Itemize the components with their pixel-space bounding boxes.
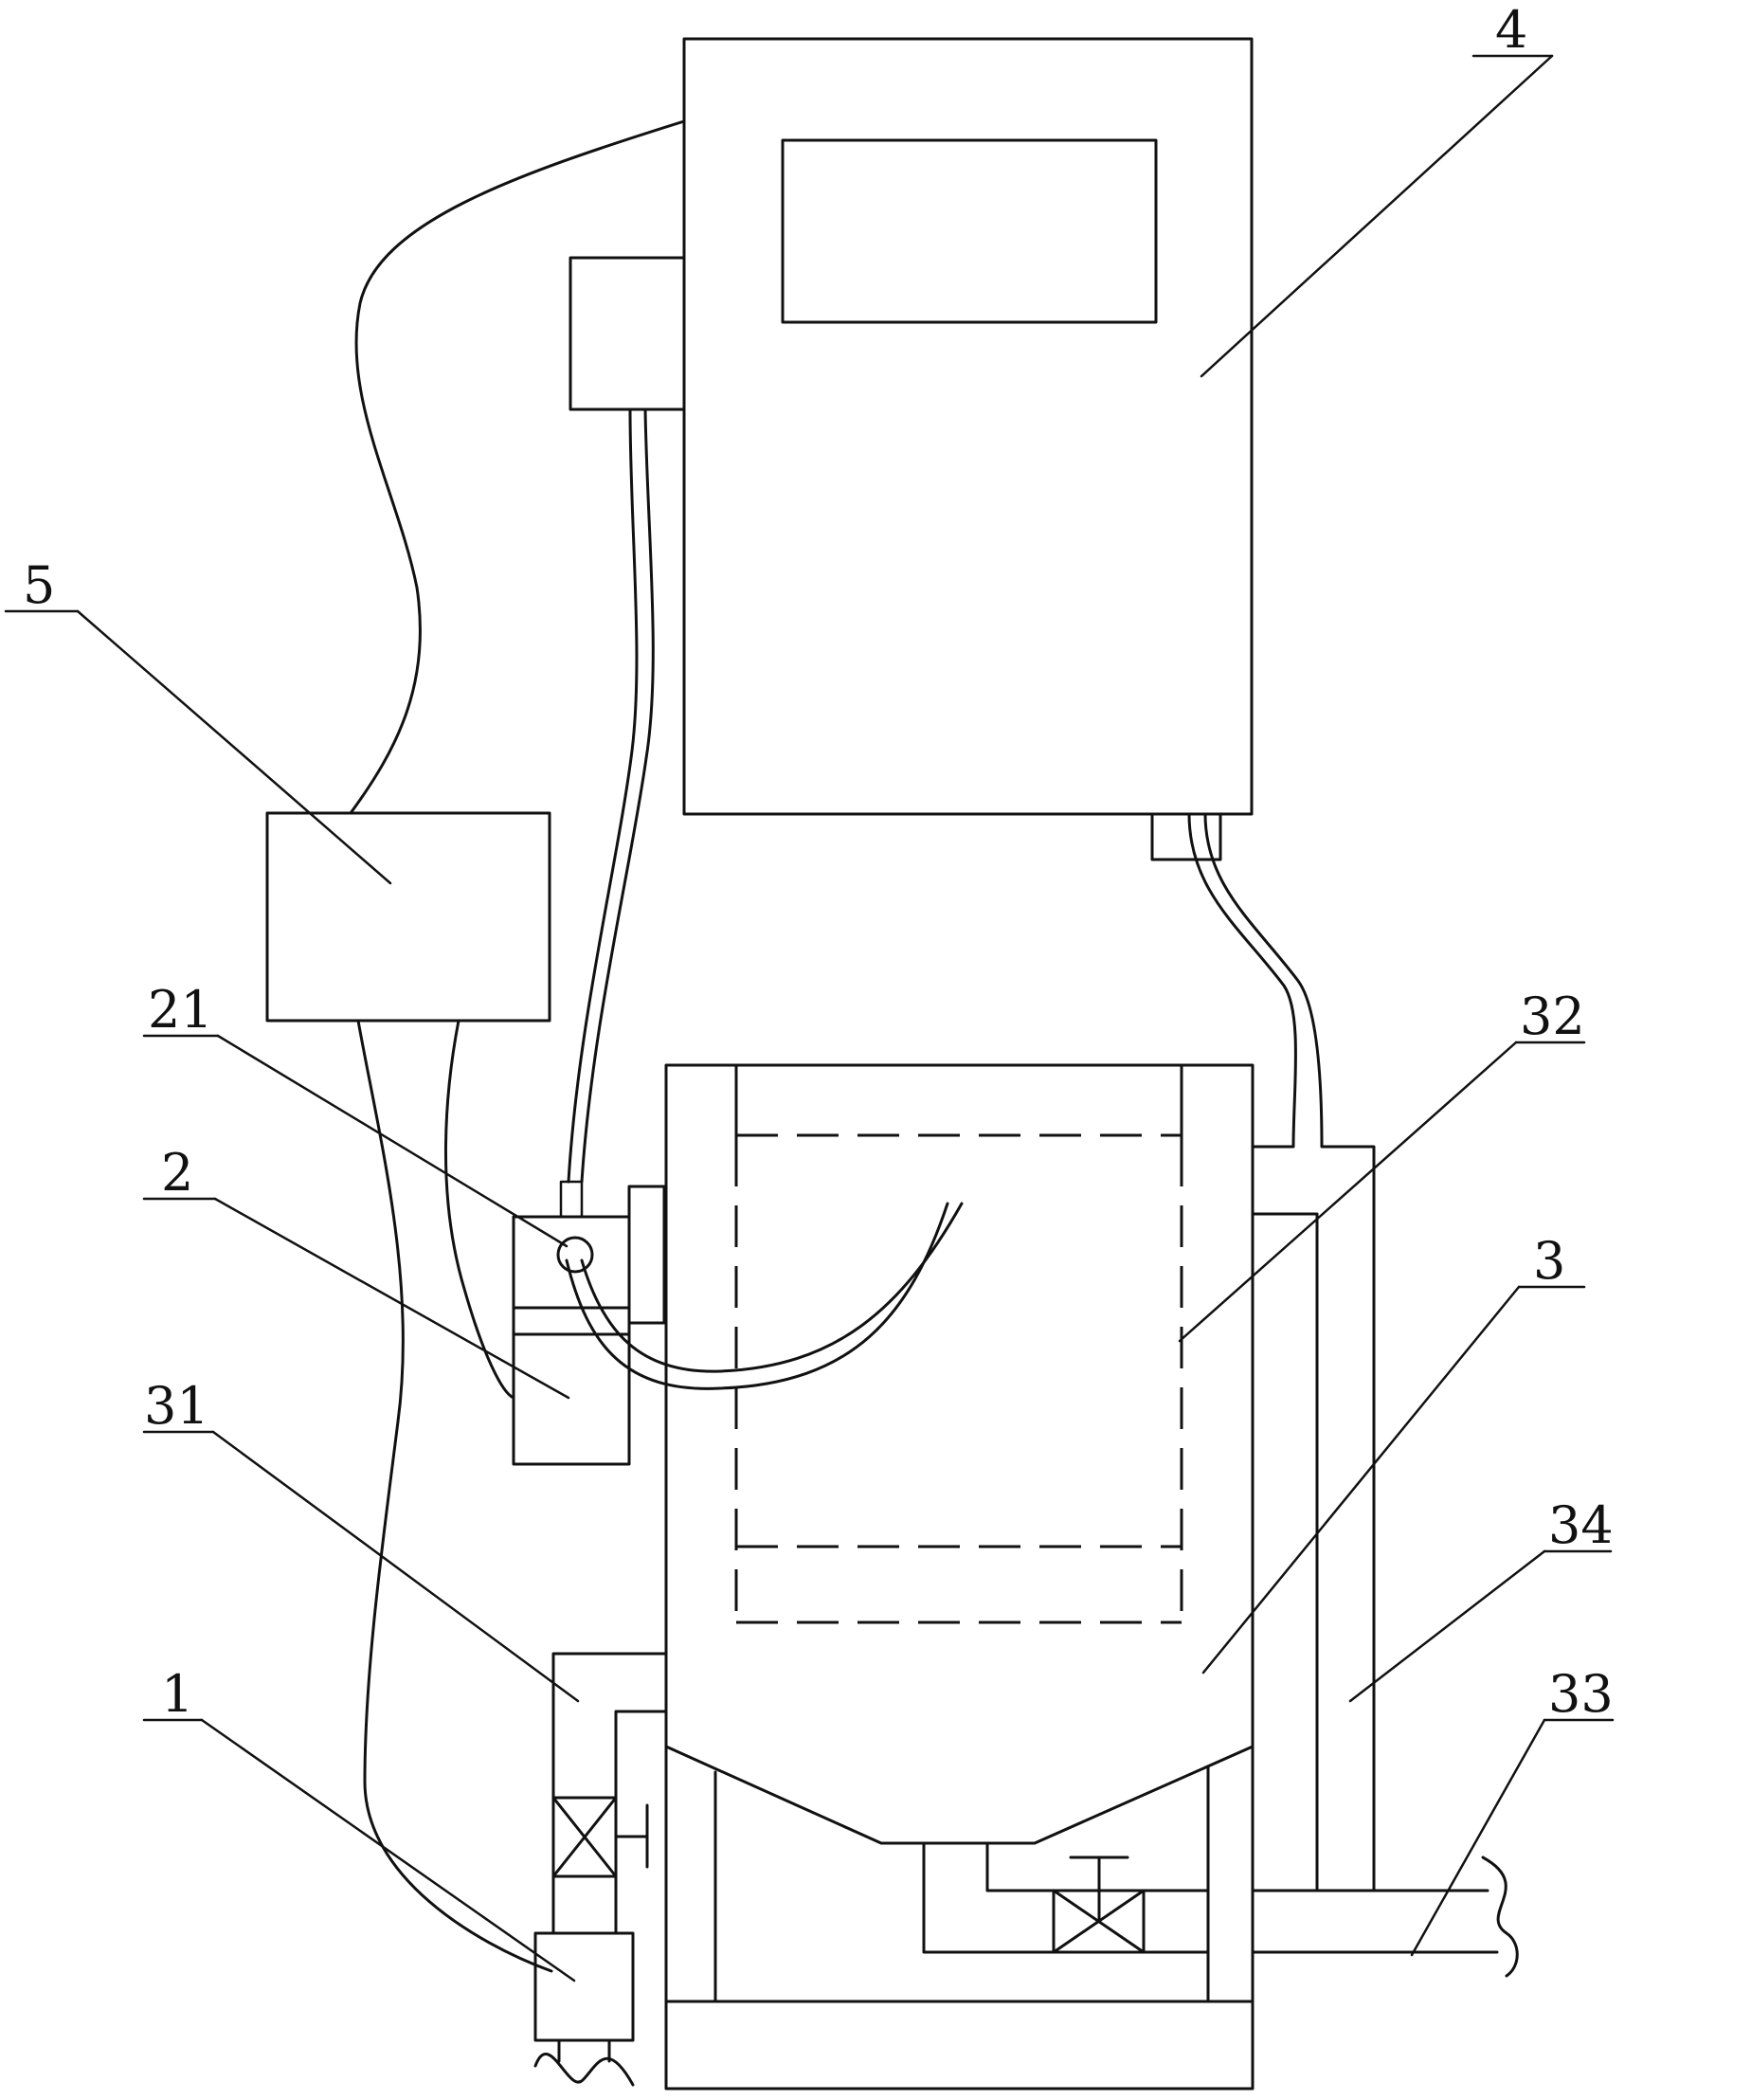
inlet-valve-icon	[551, 1796, 649, 1878]
device-1-body	[533, 1931, 635, 2042]
label-31: 31	[144, 1376, 209, 1436]
drain-valve-icon	[1052, 1856, 1146, 1954]
part-4-main-unit	[569, 37, 1254, 861]
label-5: 5	[23, 555, 55, 615]
bottom-outlet-fitting	[1150, 812, 1222, 861]
part-2-valve-assembly	[512, 1180, 964, 1466]
cable-5-to-part-1	[356, 1019, 553, 1973]
nozzle-21-fitting	[556, 1236, 594, 1274]
tank-conical-bottom	[664, 1745, 1255, 1845]
label-32: 32	[1520, 987, 1585, 1046]
part-31-inlet-pipe	[551, 1652, 668, 1935]
label-2: 2	[161, 1143, 193, 1203]
signal-cable-4-to-5	[349, 119, 686, 815]
cable-5-to-valve-2	[444, 1019, 515, 1400]
tank-outer-wall	[664, 1063, 1255, 2091]
part-33-outlet-pipe	[1251, 1856, 1519, 1978]
valve-body	[512, 1215, 631, 1466]
side-connector-box	[569, 256, 686, 411]
label-33: 33	[1548, 1664, 1614, 1724]
part-32-inner-basket	[734, 1133, 1183, 1624]
label-4: 4	[1495, 0, 1527, 60]
part-1-device	[533, 1931, 635, 2087]
leader-lines	[4, 54, 1615, 1982]
label-1: 1	[161, 1664, 193, 1724]
part-5-box	[265, 811, 551, 1023]
part-3-tank	[664, 1063, 1255, 2091]
tube-inlet-stub	[559, 1180, 584, 1219]
label-34: 34	[1548, 1495, 1614, 1555]
part-34-riser-pipe	[1187, 812, 1376, 1892]
display-screen	[781, 138, 1158, 324]
main-unit-housing	[682, 37, 1254, 816]
label-21: 21	[148, 980, 213, 1040]
label-3: 3	[1533, 1231, 1565, 1291]
valve-mount-block	[627, 1185, 666, 1325]
tube-to-valve-2	[567, 407, 655, 1184]
